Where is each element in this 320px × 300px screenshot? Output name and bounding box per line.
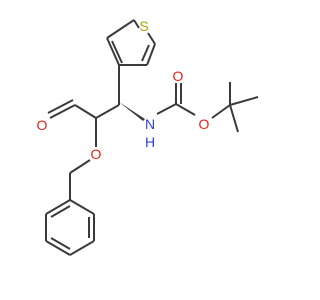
bond [45,240,71,256]
bond [69,159,91,174]
benzene-ring [45,199,95,256]
bond [106,37,120,66]
ester-oxygen-label: O [199,116,210,132]
bond [47,99,74,114]
bond [95,104,120,119]
bond [69,240,95,256]
thiophene-ring [106,19,156,66]
nitrogen-atom-label: N [145,116,155,132]
bond [146,43,156,66]
carbonyl-oxygen-label: O [173,68,184,84]
bond [50,205,71,218]
bond [156,103,177,115]
bond [229,104,239,133]
aldehyde-oxygen-label: O [37,117,48,133]
wedge-bond [119,102,145,121]
bond [106,19,135,39]
sulfur-atom-label: S [139,18,148,34]
bond [141,44,150,62]
bond [211,104,231,119]
bond [50,237,71,250]
bond [111,40,123,64]
bond [147,32,156,45]
bond [133,19,140,29]
ether-oxygen-label: O [91,146,102,162]
bond [49,104,76,119]
bond [229,96,259,106]
bond [175,103,196,116]
bond [74,104,97,119]
hydrogen-atom-label: H [145,134,155,150]
molecule-structure-diagram: S O O O O N H [37,18,259,256]
bond [45,199,71,215]
bond [69,199,95,215]
